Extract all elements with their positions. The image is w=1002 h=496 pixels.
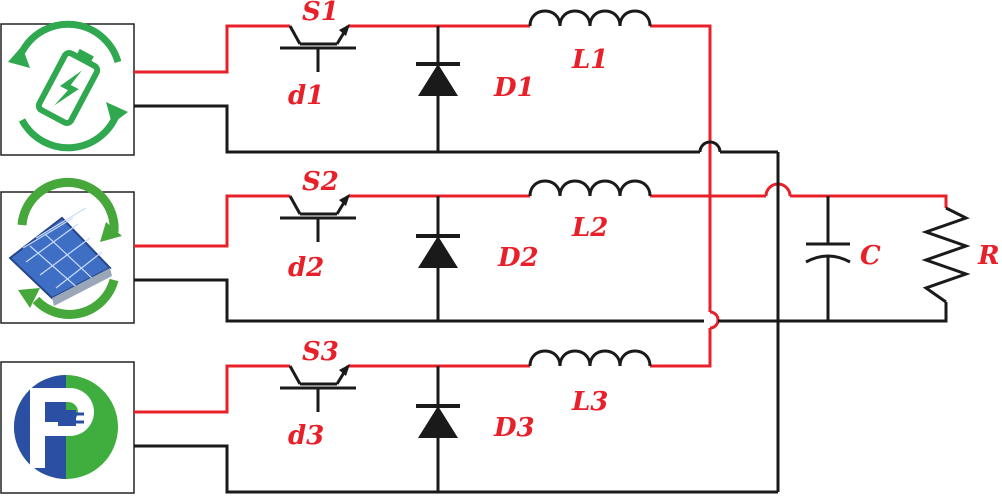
ev-charging-icon — [0, 361, 135, 494]
branch-1 — [134, 9, 778, 368]
battery-recycle-icon — [0, 20, 135, 156]
switch-s3-label: S3 — [302, 337, 339, 367]
branch-2 — [134, 179, 948, 323]
gate-d1-label: d1 — [288, 81, 324, 111]
inductor-l1 — [528, 9, 652, 27]
inductor-l2-label: L2 — [571, 213, 608, 243]
solar-panel-icon — [0, 177, 135, 324]
inductor-l3-label: L3 — [571, 387, 608, 417]
branch-1-wire-crossover — [709, 310, 720, 330]
branch-2-return-wire — [134, 278, 704, 323]
branch-1-inductor-output-wire — [650, 24, 712, 312]
switch-s2-label: S2 — [302, 167, 339, 197]
branch-3 — [134, 349, 778, 494]
output-return-wire — [718, 302, 948, 323]
branch-1-positive-wire — [134, 24, 290, 74]
branch-1-return-crossover — [698, 140, 722, 153]
capacitor-c-label: C — [860, 241, 881, 271]
switch-s1-label: S1 — [302, 0, 339, 27]
switch-s3 — [280, 364, 356, 412]
inductor-l2 — [528, 179, 652, 197]
diode-d3 — [416, 404, 460, 438]
diode-d2 — [416, 234, 460, 268]
resistor-r — [921, 206, 971, 304]
branch-1-to-output-wire — [650, 328, 712, 368]
diode-d1 — [416, 62, 460, 96]
switch-s1 — [280, 24, 356, 72]
diode-d3-label: D3 — [493, 413, 535, 443]
capacitor-c — [805, 196, 851, 321]
branch-3-return-wire — [134, 444, 778, 494]
diode-d2-label: D2 — [497, 243, 539, 273]
branch-3-positive-wire — [134, 364, 290, 414]
switch-s2 — [280, 194, 356, 242]
branch-2-positive-wire — [134, 194, 290, 248]
resistor-r-label: R — [977, 241, 1000, 271]
diode-d1-label: D1 — [493, 73, 535, 103]
inductor-l3 — [528, 349, 652, 367]
gate-d3-label: d3 — [288, 421, 324, 451]
branch-1-return-wire — [134, 104, 700, 154]
output-positive-wire — [790, 194, 948, 208]
inductor-l1-label: L1 — [571, 45, 608, 75]
gate-d2-label: d2 — [288, 253, 324, 283]
